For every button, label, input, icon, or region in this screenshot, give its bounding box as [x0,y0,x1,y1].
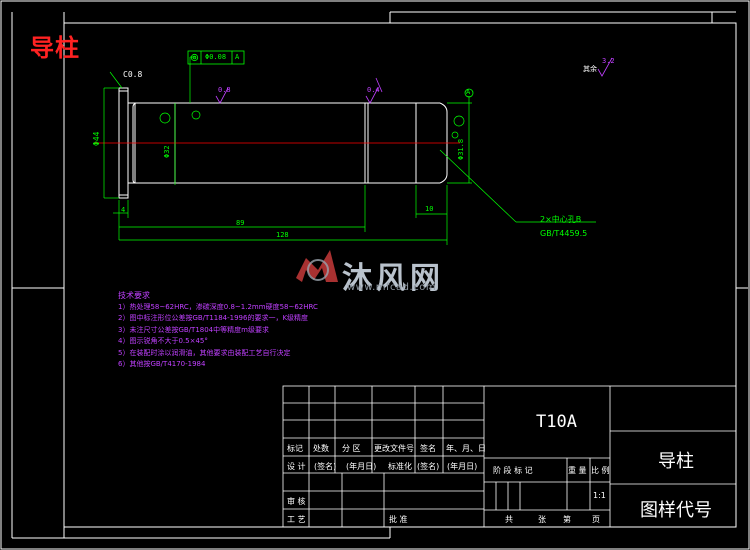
tb-fenqu: 分 区 [342,444,361,453]
title-block-grid [282,385,737,528]
tb-nianyueri: 年、月、日 [446,444,486,453]
balloon-icon [159,112,171,124]
tb-pizhun: 批 准 [389,515,408,524]
roughness-left: 0.8 [218,86,231,94]
tolerance-frame [187,50,245,65]
balloon-icon [453,115,465,127]
tech-item: 2）图中标注形位公差按GB/T1184-1996的要求一，K级精度 [118,314,309,322]
datum-label: A [466,88,471,96]
tech-item: 6）其他按GB/T4170-1984 [118,360,206,368]
dim-128: 128 [276,231,289,239]
watermark-brand: 沐风网 [342,261,444,296]
watermark-logo-icon [296,250,338,282]
roughness-mid: 0.4 [367,86,380,94]
scale-value: 1:1 [593,491,606,500]
tb-gengwen: 更改文件号 [374,444,414,453]
tech-item: 4）图示锐角不大于0.5×45° [118,337,208,345]
drawing-name-tag: 导柱 [30,34,80,62]
tb-date-1: (年月日) [346,462,377,471]
center-hole-standard: GB/T4459.5 [540,229,588,238]
tb-di: 第 [563,515,571,524]
drawing-code-label: 图样代号 [640,500,712,521]
datum-symbol [464,88,474,98]
tolerance-datum: A [235,53,240,61]
tb-biaozhunhua: 标准化 [388,462,412,471]
tb-zhang1: 张 [538,515,546,524]
tb-gongyi: 工 艺 [287,515,306,524]
tb-bili: 比 例 [591,466,610,475]
tech-requirements: 技术要求 1）热处理58~62HRC，渗碳深度0.8~1.2mm硬度58~62H… [118,290,318,371]
balloon-icon [191,110,201,120]
dim-flange: 4 [121,206,126,214]
tech-item: 3）未注尺寸公差按GB/T1804中等精度m级要求 [118,325,269,334]
dim-left-diameter: Φ44 [92,131,101,146]
center-hole-label: 2×中心孔B [540,215,582,224]
tb-sheji: 设 计 [287,462,306,471]
balloon-icon [451,131,459,139]
dimension-lines [103,56,596,245]
material-label: T10A [536,412,577,432]
tb-zhang2: 页 [592,515,600,524]
watermark-url: www.mfcad.com [347,282,437,293]
tech-item: 1）热处理58~62HRC，渗碳深度0.8~1.2mm硬度58~62HRC [118,302,318,311]
tech-item: 5）在装配时涂以润滑油，其他要求由装配工艺自行决定 [118,348,291,357]
roughness-other-label: 其余 [583,65,597,73]
dim-right-diameter: Φ31.8 [457,138,465,160]
tolerance-value: Φ0.08 [205,53,227,61]
tb-sign-1: (签名) [314,462,337,471]
tb-zhongliang: 重 量 [568,466,587,475]
tb-chushu: 处数 [313,444,329,453]
dim-shaft-diameter: Φ32 [163,145,171,158]
part-name: 导柱 [658,451,694,472]
tb-jieduan: 阶 段 标 记 [493,466,533,475]
roughness-other-value: 3.2 [602,57,615,65]
tb-gong: 共 [505,515,513,524]
dim-10: 10 [425,205,434,213]
chamfer-label: C0.8 [123,70,143,79]
tb-date-2: (年月日) [447,462,478,471]
dim-89: 89 [236,219,245,227]
tb-sign-2: (签名) [417,462,440,471]
tb-qianming: 签名 [420,444,436,453]
tb-biaoji: 标记 [287,444,303,453]
tech-requirements-title: 技术要求 [118,291,150,300]
roughness-marks [215,57,613,104]
tb-shenhe: 审 核 [287,497,306,506]
